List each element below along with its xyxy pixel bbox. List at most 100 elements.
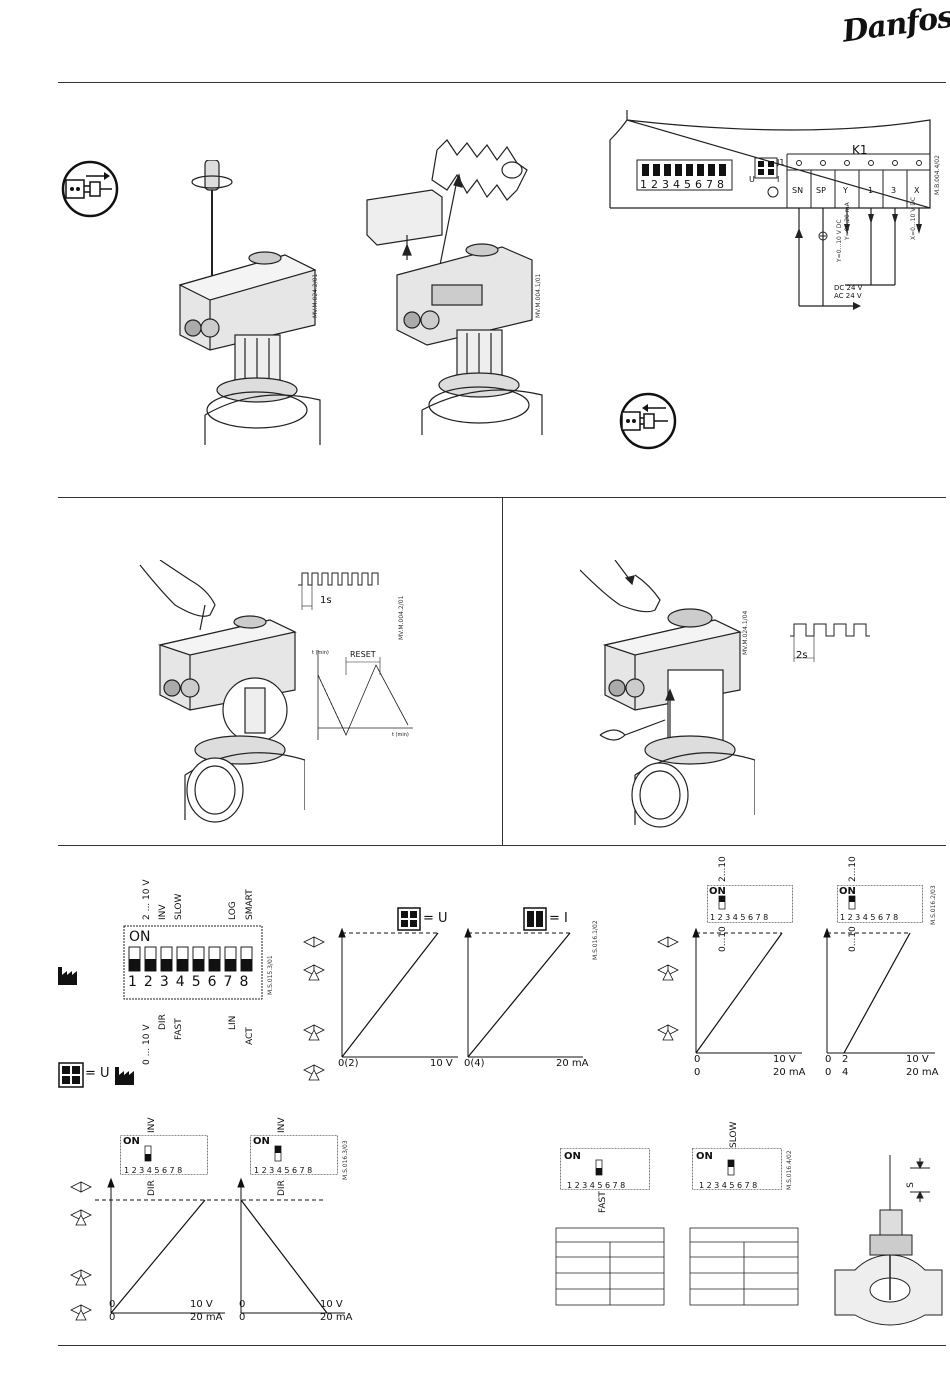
range-b-r1-x0: 0 [825, 1054, 832, 1065]
chart-i-x1: 20 mA [556, 1058, 589, 1069]
chart-u-x0: 0(2) [338, 1058, 359, 1069]
dip-main-code: M.S.015.3/01 [267, 955, 274, 995]
valve-symbols [303, 936, 325, 1081]
danfoss-logo: Danfoss [840, 0, 950, 50]
signal-y-ma: Y=0...20 mA [844, 202, 851, 240]
speed-code: M.S.016.4/02 [786, 1150, 793, 1190]
dir-a-r1-x0: 0 [109, 1299, 116, 1310]
jumper-u-chart-icon [397, 907, 421, 931]
actuator-cover-removed-illustration [366, 139, 543, 435]
jumper-u-chart-label: = U [423, 911, 448, 926]
divider-vertical [502, 497, 503, 845]
supply-ac: AC 24 V [834, 292, 862, 300]
dip-number: 6 [207, 974, 217, 990]
wiring-diagram [609, 110, 931, 310]
dip-label-inv: INV [158, 904, 168, 920]
speed-on-slow: ON [696, 1151, 713, 1162]
range-b-r2-x0: 0 [825, 1067, 832, 1078]
divider-bottom [58, 1345, 946, 1346]
dir-top-label-a: INV [147, 1117, 157, 1133]
dip-number: 8 [239, 974, 249, 990]
dip-number: 1 [128, 974, 137, 990]
jumper-label-u: U [749, 175, 755, 184]
dip-label-act: ACT [245, 1027, 255, 1045]
wiring-dip-number: 1 [640, 178, 648, 191]
dip-label-2-10v: 2 ... 10 V [142, 879, 152, 921]
dir-a-r2-x0: 0 [109, 1312, 116, 1323]
reset-axis-y: t (min) [312, 650, 329, 656]
wiring-dip-number: 8 [717, 178, 725, 191]
jumper-u-icon [58, 1062, 84, 1088]
wiring-dip-number: 2 [651, 178, 659, 191]
dir-dip-b [250, 1135, 338, 1175]
range-b-r2-x1: 4 [842, 1067, 849, 1078]
range-valve-symbols [657, 936, 679, 1041]
dip-label-log: LOG [228, 901, 238, 920]
power-on-icon [619, 392, 677, 450]
jumper-label-j1: J1 [777, 158, 785, 167]
jumper-u-label: = U [85, 1066, 110, 1081]
range-dip-a [707, 885, 793, 923]
range-a-r2-x0: 0 [694, 1067, 701, 1078]
signal-charts [303, 927, 583, 1081]
wiring-dip-number: 6 [695, 178, 703, 191]
dip-number: 7 [223, 974, 233, 990]
dir-a-r2-x1: 20 mA [190, 1312, 223, 1323]
dip-label-0-10v: 0 ... 10 V [142, 1024, 152, 1066]
range-numbers-a: 12345678 [710, 913, 771, 922]
reset-axis-x: t (min) [392, 732, 409, 738]
range-charts [657, 927, 935, 1054]
power-off-icon [61, 160, 119, 218]
speed-tables [555, 1227, 799, 1306]
speed-numbers-fast: 12345678 [567, 1181, 628, 1190]
dir-on-b: ON [253, 1136, 270, 1147]
reset-pulse-diagram [298, 572, 379, 610]
illustration-code-2: MV.M.004.1/01 [535, 273, 542, 318]
signal-x: X=0...10 V DC [910, 196, 917, 240]
dip-label-smart: SMART [245, 889, 255, 920]
speed-slow-label: SLOW [729, 1121, 739, 1148]
terminal-sn: SN [792, 186, 804, 195]
terminal-3: 3 [891, 186, 897, 195]
terminal-x: X [914, 186, 920, 195]
wiring-dip-number: 5 [684, 178, 692, 191]
supply-dc: DC 24 V [834, 284, 863, 292]
range-on-a: ON [709, 886, 726, 897]
range-b-r1-x1: 2 [842, 1054, 849, 1065]
speed-numbers-slow: 12345678 [699, 1181, 760, 1190]
dir-b-r1-x0: 0 [239, 1299, 246, 1310]
range-a-r2-x1: 20 mA [773, 1067, 806, 1078]
terminal-1: 1 [868, 186, 874, 195]
chart-u-x1: 10 V [430, 1058, 453, 1069]
wiring-code: M.B.004.4/02 [934, 155, 941, 195]
reset-hand-illustration [139, 560, 305, 823]
wiring-dip-number: 3 [662, 178, 670, 191]
dip-label-dir: DIR [158, 1014, 168, 1030]
chart-i-x0: 0(4) [464, 1058, 485, 1069]
dir-b-r2-x1: 20 mA [320, 1312, 353, 1323]
terminal-sp: SP [816, 186, 826, 195]
dip-number: 2 [143, 974, 153, 990]
dip-label-lin: LIN [228, 1015, 238, 1030]
dip-number: 5 [191, 974, 201, 990]
valve-stroke-label: S [905, 1182, 916, 1188]
main-dip-on: ON [129, 929, 151, 945]
dip-number: 4 [175, 974, 185, 990]
factory-icon-2 [115, 1067, 134, 1085]
dir-dip-a [120, 1135, 208, 1175]
range-b-r2-x2: 20 mA [906, 1067, 939, 1078]
wiring-block-label: K1 [852, 143, 868, 157]
dip-number: 3 [159, 974, 169, 990]
range-a-r1-x1: 10 V [773, 1054, 796, 1065]
reset-label: RESET [350, 650, 376, 659]
speed-fast-label: FAST [598, 1191, 608, 1213]
dir-b-r2-x0: 0 [239, 1312, 246, 1323]
wiring-dip-number: 7 [706, 178, 714, 191]
terminal-y: Y [843, 186, 848, 195]
range-top-label-b: 2...10 [848, 856, 858, 882]
reset-code: MV.M.004.2/01 [398, 595, 405, 640]
led-code: MV.M.024.1/04 [742, 610, 749, 655]
jumper-i-chart-icon [523, 907, 547, 931]
